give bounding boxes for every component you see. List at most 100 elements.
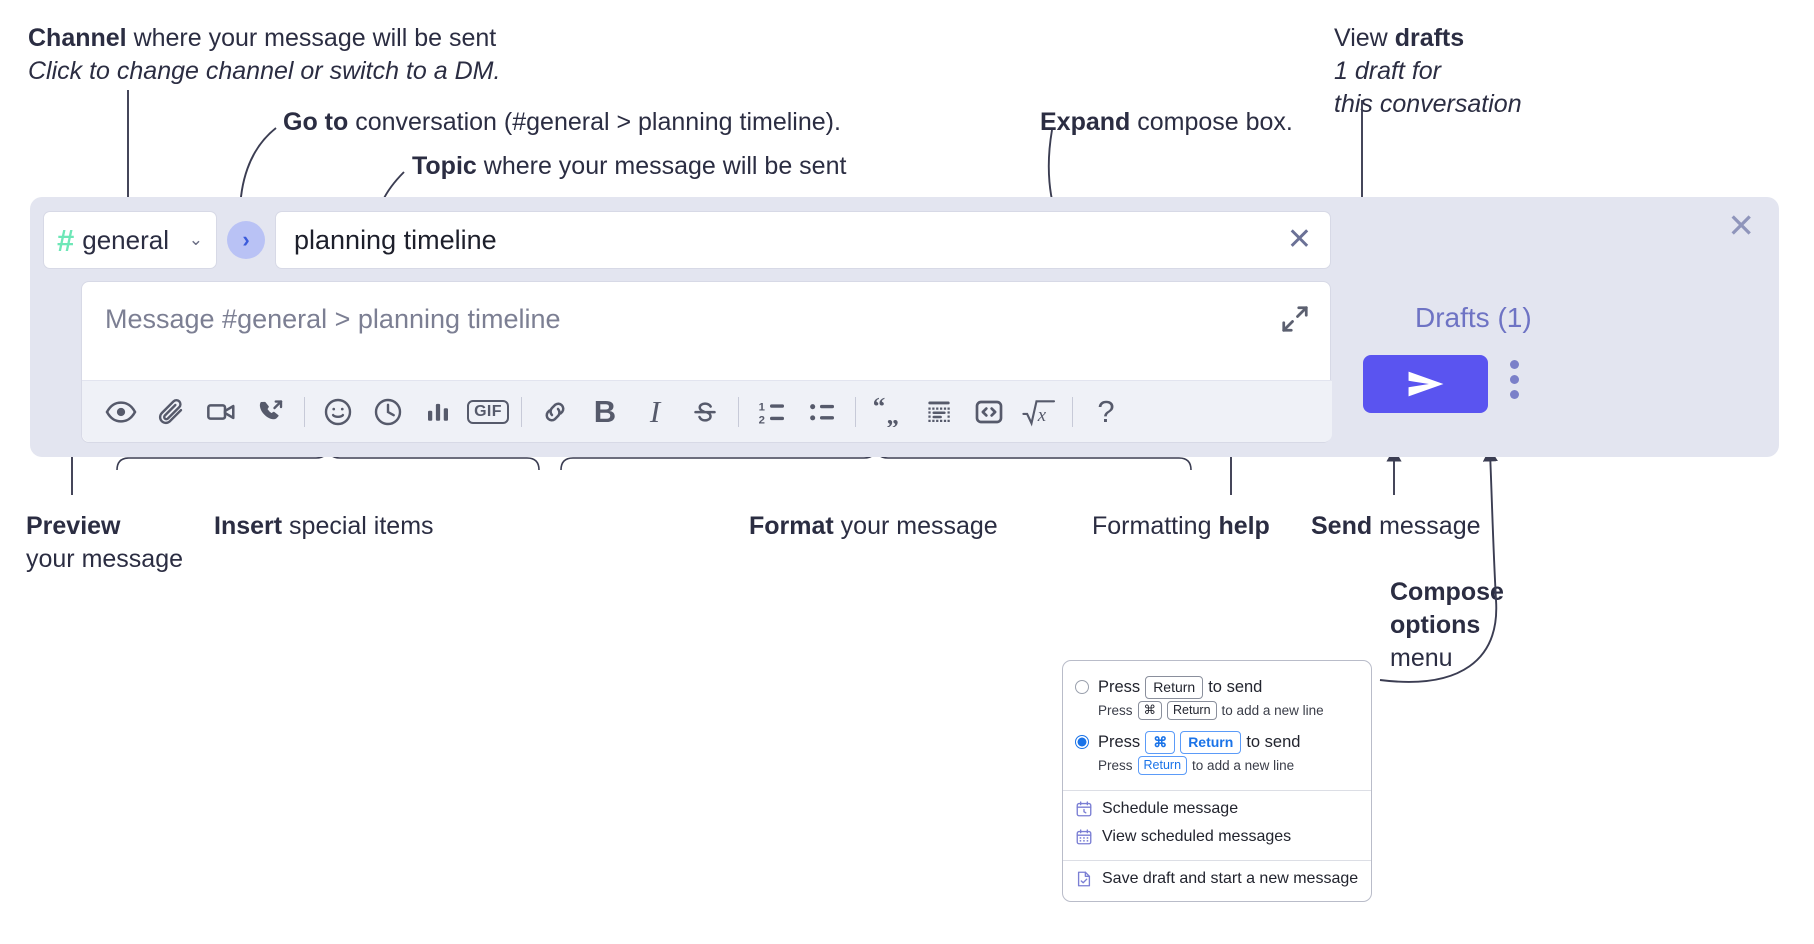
annotation-goto-strong: Go to (283, 108, 349, 136)
opt2-key-cmd: ⌘ (1145, 730, 1176, 754)
italic-icon[interactable]: I (630, 389, 680, 435)
attachment-icon[interactable] (146, 389, 196, 435)
kebab-dot-3 (1510, 390, 1519, 399)
svg-text:x: x (1037, 404, 1047, 425)
divider-4 (855, 396, 856, 427)
menu-item-view-scheduled[interactable]: View scheduled messages (1063, 823, 1371, 851)
annotation-insert: Insert special items (214, 510, 434, 543)
menu-divider-1 (1063, 789, 1371, 791)
compose-options-button[interactable] (1510, 360, 1519, 399)
formatting-toolbar: GIF B I (82, 380, 1332, 442)
annotation-expand-rest: compose box. (1130, 108, 1293, 136)
annotation-preview-line2: your message (26, 545, 184, 573)
annotation-channel-strong: Channel (28, 24, 127, 52)
compose-options-menu: Press Return to send Press ⌘ Return to a… (1062, 660, 1372, 902)
svg-text:2: 2 (759, 414, 765, 426)
topic-input[interactable]: planning timeline ✕ (275, 211, 1331, 269)
annotation-send-strong: Send (1311, 512, 1373, 540)
annotation-topic: Topic where your message will be sent (412, 150, 846, 183)
divider-5 (1072, 396, 1073, 427)
radio-cmd-return[interactable] (1075, 734, 1089, 749)
opt2-key-return: Return (1180, 730, 1242, 754)
annotation-channel: Channel where your message will be sent … (28, 22, 500, 88)
code-block-icon[interactable] (914, 389, 964, 435)
send-option-cmd-return-main: Press ⌘ Return to send (1098, 730, 1300, 754)
ordered-list-icon[interactable]: 1 2 (747, 389, 797, 435)
opt1-sub-post: to add a new line (1221, 702, 1324, 718)
poll-icon[interactable] (413, 389, 463, 435)
blockquote-icon[interactable]: “ „ (864, 389, 914, 435)
annotation-goto: Go to conversation (#general > planning … (283, 106, 841, 139)
divider-3 (738, 396, 739, 427)
link-icon[interactable] (530, 389, 580, 435)
send-option-return-main: Press Return to send (1098, 676, 1262, 699)
clear-topic-icon[interactable]: ✕ (1286, 223, 1312, 256)
annotation-expand-strong: Expand (1040, 108, 1131, 136)
audio-call-icon[interactable] (246, 389, 296, 435)
chevron-down-icon: ⌄ (188, 230, 203, 249)
opt1-sub-pre: Press (1098, 702, 1133, 718)
annotation-compose-options-l3: menu (1390, 644, 1453, 672)
annotation-drafts-strong: drafts (1394, 24, 1465, 52)
annotation-topic-rest: where your message will be sent (476, 152, 847, 180)
clock-icon[interactable] (363, 389, 413, 435)
strikethrough-icon[interactable] (680, 389, 730, 435)
help-icon[interactable]: ? (1081, 389, 1131, 435)
annotation-help-pre: Formatting (1092, 512, 1219, 540)
annotation-channel-rest: where your message will be sent (126, 24, 497, 52)
calendar-clock-icon (1075, 800, 1093, 818)
annotation-preview: Preview your message (26, 510, 183, 576)
bold-icon[interactable]: B (580, 389, 630, 435)
opt1-pre: Press (1098, 677, 1141, 696)
gif-icon[interactable]: GIF (463, 389, 513, 435)
kebab-dot-2 (1510, 375, 1519, 384)
annotation-drafts-pre: View (1334, 24, 1395, 52)
preview-icon[interactable] (96, 389, 146, 435)
menu-item-save-draft[interactable]: Save draft and start a new message (1063, 865, 1371, 893)
compose-header-row: # general ⌄ › planning timeline ✕ (43, 211, 1331, 269)
annotation-format-rest: your message (833, 512, 998, 540)
channel-name: general (82, 224, 169, 255)
send-button[interactable] (1363, 355, 1488, 413)
send-option-cmd-return[interactable]: Press ⌘ Return to send (1063, 726, 1371, 754)
annotation-help-strong: help (1218, 512, 1270, 540)
opt2-sub-pre: Press (1098, 757, 1133, 773)
expand-icon[interactable] (1280, 304, 1310, 339)
annotation-drafts-sub2: this conversation (1334, 90, 1522, 118)
opt2-pre: Press (1098, 732, 1141, 751)
annotation-help: Formatting help (1092, 510, 1270, 543)
annotation-drafts: View drafts 1 draft for this conversatio… (1334, 22, 1522, 121)
annotation-compose-options-l1: Compose (1390, 578, 1504, 606)
message-placeholder: Message #general > planning timeline (105, 304, 561, 334)
divider-1 (304, 396, 305, 427)
menu-item-schedule-message[interactable]: Schedule message (1063, 795, 1371, 823)
annotation-channel-sub: Click to change channel or switch to a D… (28, 57, 501, 85)
goto-conversation-button[interactable]: › (227, 221, 265, 259)
topic-value: planning timeline (294, 224, 497, 255)
emoji-icon[interactable] (313, 389, 363, 435)
calendar-grid-icon (1075, 828, 1093, 846)
opt2-sub-key-return: Return (1137, 755, 1188, 775)
channel-selector[interactable]: # general ⌄ (43, 211, 217, 269)
video-icon[interactable] (196, 389, 246, 435)
close-icon[interactable]: ✕ (1727, 207, 1755, 244)
bulleted-list-icon[interactable] (797, 389, 847, 435)
annotation-preview-strong: Preview (26, 512, 121, 540)
math-icon[interactable]: x (1014, 389, 1064, 435)
drafts-link[interactable]: Drafts (1) (1415, 302, 1532, 333)
annotation-format: Format your message (749, 510, 998, 543)
code-icon[interactable] (964, 389, 1014, 435)
gif-label: GIF (467, 399, 509, 424)
radio-return[interactable] (1075, 680, 1089, 694)
send-option-return-sub: Press ⌘ Return to add a new line (1063, 699, 1371, 726)
send-option-return[interactable]: Press Return to send (1063, 671, 1371, 699)
bold-label: B (593, 393, 617, 429)
svg-text:„: „ (887, 402, 900, 427)
compose-inner: # general ⌄ › planning timeline ✕ Messag… (43, 211, 1332, 443)
menu-divider-2 (1063, 859, 1371, 861)
annotation-drafts-sub1: 1 draft for (1334, 57, 1441, 85)
hash-icon: # (57, 222, 74, 258)
annotation-send: Send message (1311, 510, 1481, 543)
message-box[interactable]: Message #general > planning timeline (81, 281, 1332, 443)
